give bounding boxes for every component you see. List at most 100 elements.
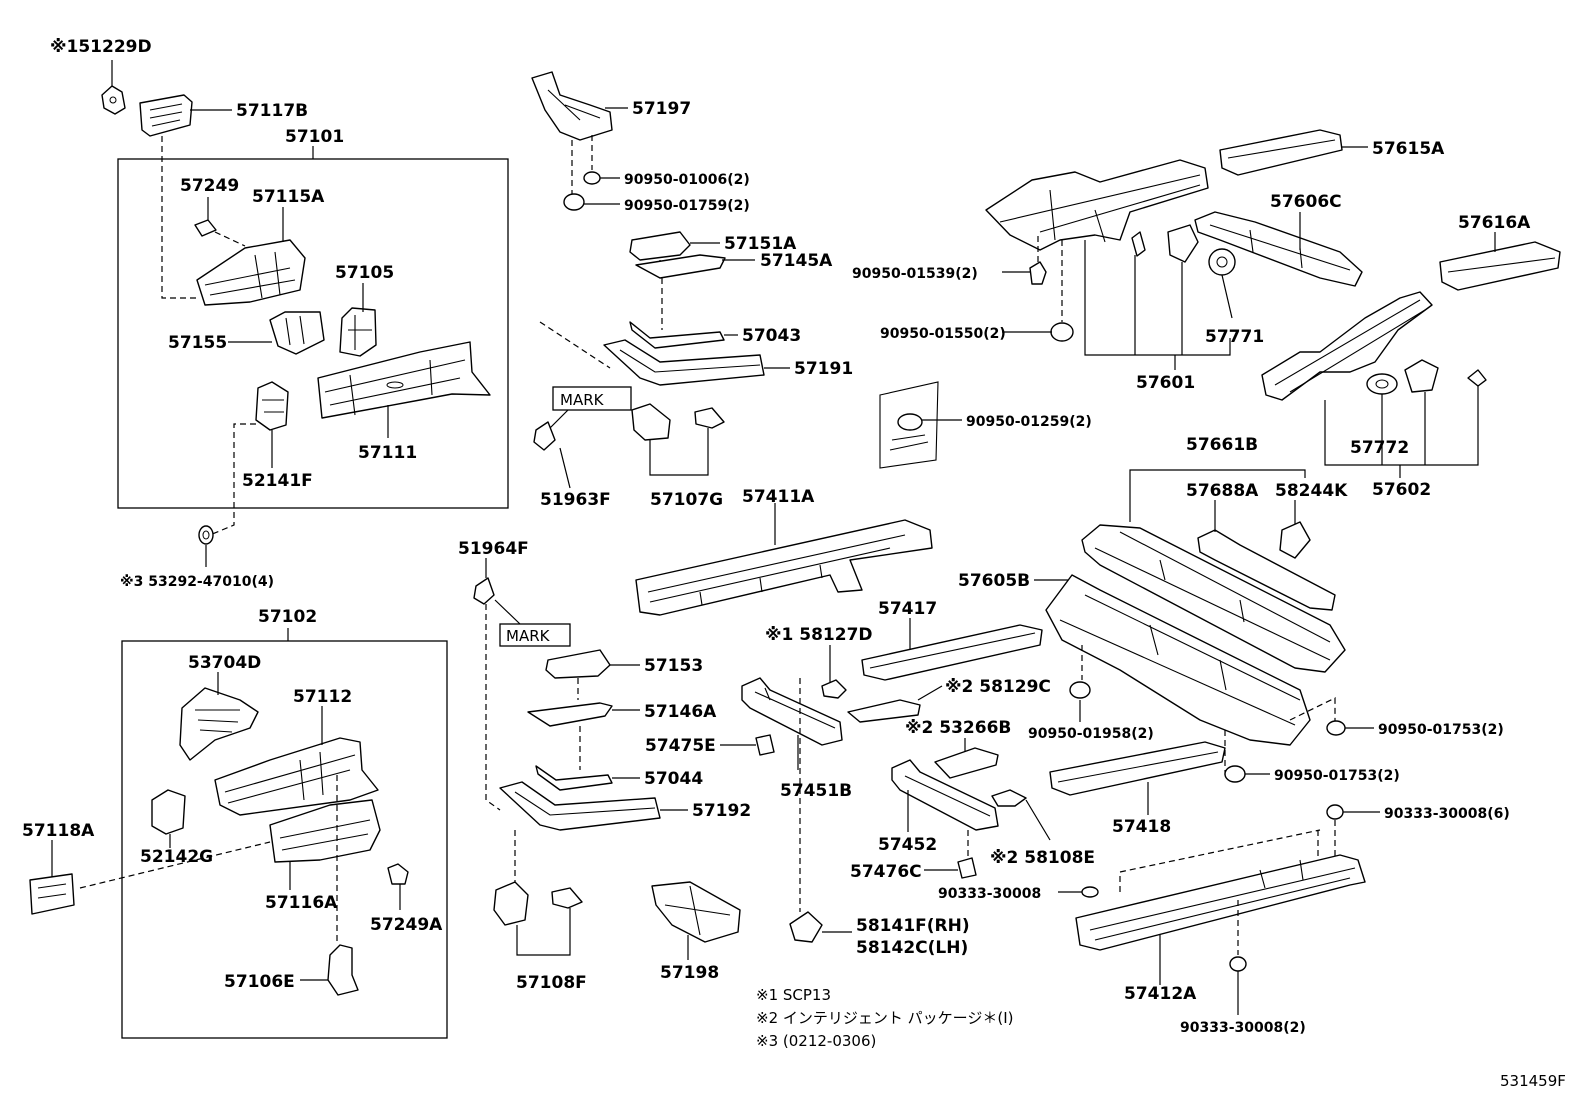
part-57192-shape [499,781,661,831]
part-57771-shape [1208,248,1236,276]
label-90950-01539: 90950-01539(2) [852,266,978,282]
part-51964f-shape [473,577,495,605]
part-90333-30008-2-shape [1229,956,1247,972]
part-57117b-shape [139,94,193,137]
part-57615a-shape [1219,129,1343,176]
label-57602: 57602 [1372,480,1431,500]
part-90950-01958-shape [1069,681,1091,699]
label-57118a: 57118A [22,821,95,841]
label-57043: 57043 [742,326,801,346]
part-57688a-shape [1197,529,1336,611]
label-90333-30008-mid: 90333-30008 [938,886,1041,902]
part-90950-01539-shape [1029,261,1047,285]
label-51963f: 51963F [540,490,611,510]
label-mark-1: MARK [560,391,605,409]
label-57476c: 57476C [850,862,922,882]
label-90950-01550: 90950-01550(2) [880,326,1006,342]
label-57117b: 57117B [236,101,308,121]
part-57772-shape [1366,373,1398,395]
label-57106e: 57106E [224,972,295,992]
part-90950-01753a-shape [1326,720,1346,736]
part-57151a-shape [629,231,691,261]
label-57417: 57417 [878,599,937,619]
part-53292-shape [198,525,214,545]
part-57602-bracket-shape [1404,359,1487,393]
label-57772: 57772 [1350,438,1409,458]
label-151229d: ※151229D [50,37,152,57]
part-58127d-shape [821,679,847,699]
label-57191: 57191 [794,359,853,379]
label-90950-01759: 90950-01759(2) [624,198,750,214]
label-90950-01753-b: 90950-01753(2) [1274,768,1400,784]
diagram-id: 531459F [1500,1072,1566,1090]
part-57411a-shape [635,519,933,616]
label-57155: 57155 [168,333,227,353]
label-90950-01958: 90950-01958(2) [1028,726,1154,742]
label-57192: 57192 [692,801,751,821]
label-57145a: 57145A [760,251,833,271]
label-mark-2: MARK [506,627,551,645]
part-57146a-shape [527,702,613,727]
part-58129c-shape [847,699,921,723]
label-58129c: ※2 58129C [945,677,1051,697]
part-53704d-shape [179,687,259,761]
part-57116a-shape [269,799,381,863]
part-57155-shape [269,311,325,355]
part-57475e-shape [755,734,775,756]
part-57661b-shape [1081,524,1346,673]
mark-box-2 [499,623,571,647]
part-58108e-shape [991,789,1027,807]
label-58127d: ※1 58127D [765,625,873,645]
label-57107g: 57107G [650,490,723,510]
part-53266b-shape [934,747,999,779]
label-57249: 57249 [180,176,239,196]
part-52142g-shape [151,789,186,835]
label-57605b: 57605B [958,571,1030,591]
part-90333-30008-mid-shape [1081,886,1099,898]
part-57412a-shape [1075,854,1366,951]
label-57475e: 57475E [645,736,716,756]
part-90950-01550-shape [1050,322,1074,342]
label-57105: 57105 [335,263,394,283]
part-51963f-shape [533,421,556,451]
label-90333-30008-6: 90333-30008(6) [1384,806,1510,822]
label-57197: 57197 [632,99,691,119]
part-57107g-shape [631,403,725,441]
label-58142c: 58142C(LH) [856,938,968,958]
label-58244k: 58244K [1275,481,1348,501]
label-58141f: 58141F(RH) [856,916,970,936]
part-58244k-shape [1279,521,1311,559]
part-57418-shape [1049,741,1226,796]
part-57191-shape [603,339,765,386]
part-57417-shape [861,624,1043,681]
part-57606c-shape [1194,211,1363,287]
part-90333-30008-6-shape [1326,804,1344,820]
part-57602-shape [1261,291,1433,401]
part-58141f-shape [789,911,823,943]
group-box-57102 [121,640,448,1039]
label-90333-30008-2: 90333-30008(2) [1180,1020,1306,1036]
part-57106e-shape [327,944,359,996]
part-57605b-shape [1045,574,1311,746]
part-57601-shape [985,159,1209,251]
label-57452: 57452 [878,835,937,855]
label-57111: 57111 [358,443,417,463]
part-57249a-shape [387,863,409,885]
label-57412a: 57412A [1124,984,1197,1004]
note-3: ※3 (0212-0306) [756,1032,876,1050]
label-57101: 57101 [285,127,344,147]
note-2: ※2 インテリジェント パッケージ＊(I) [756,1009,1013,1027]
label-57108f: 57108F [516,973,587,993]
label-57606c: 57606C [1270,192,1342,212]
label-52141f: 52141F [242,471,313,491]
label-57146a: 57146A [644,702,717,722]
label-57102: 57102 [258,607,317,627]
part-57105-shape [339,307,377,357]
label-57044: 57044 [644,769,703,789]
part-57115a-shape [196,239,306,306]
label-57418: 57418 [1112,817,1171,837]
part-57616a-shape [1439,241,1561,291]
label-58108e: ※2 58108E [990,848,1095,868]
label-51964f: 51964F [458,539,529,559]
label-57771: 57771 [1205,327,1264,347]
